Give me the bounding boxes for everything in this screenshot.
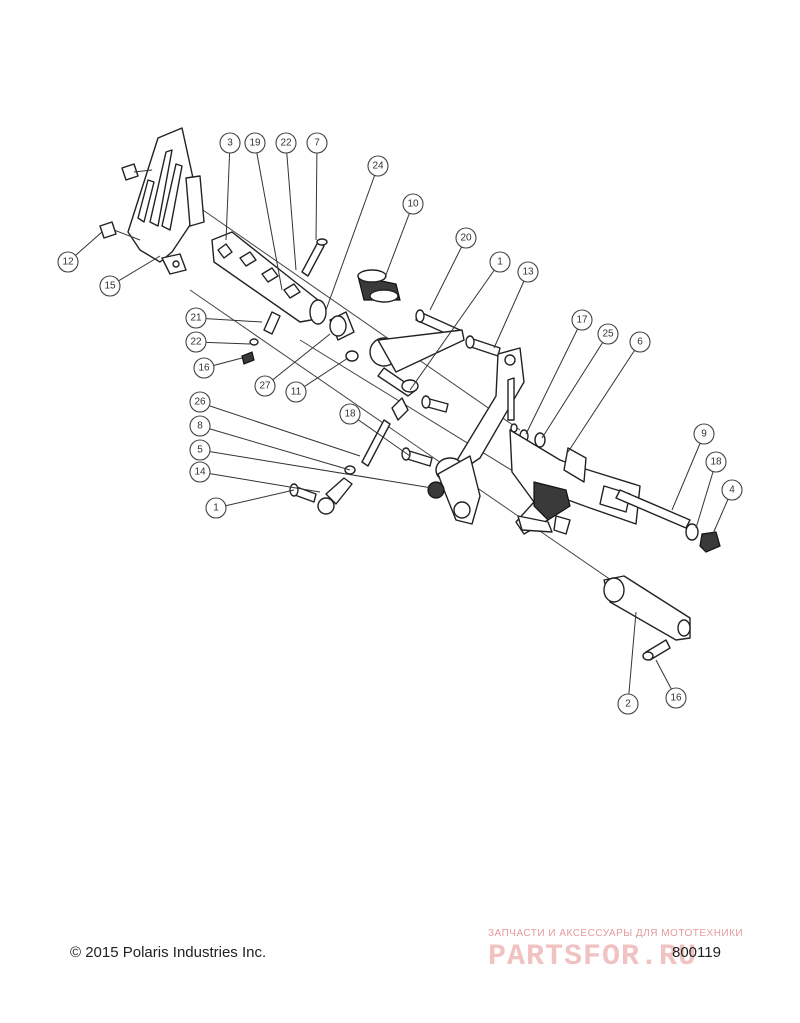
lever-bolt — [421, 395, 449, 413]
shaft-nut — [699, 531, 721, 553]
svg-text:19: 19 — [249, 138, 261, 149]
shift-plate — [427, 455, 481, 525]
svg-text:16: 16 — [670, 693, 682, 704]
washer — [345, 350, 359, 362]
callout-7: 7 — [306, 132, 328, 154]
svg-text:27: 27 — [259, 381, 271, 392]
svg-text:8: 8 — [197, 421, 203, 432]
svg-text:1: 1 — [497, 257, 503, 268]
svg-text:24: 24 — [372, 161, 384, 172]
shaft — [615, 489, 691, 529]
callout-18-right: 18 — [705, 451, 727, 473]
lever-clamp-bolt — [642, 639, 671, 661]
callout-24: 24 — [367, 155, 389, 177]
callout-20: 20 — [455, 227, 477, 249]
svg-text:22: 22 — [190, 337, 202, 348]
callout-15: 15 — [99, 275, 121, 297]
return-spring — [357, 269, 401, 303]
callout-13: 13 — [517, 261, 539, 283]
small-pin — [263, 311, 281, 335]
watermark-logo: PARTSFOR.RU — [488, 940, 698, 974]
svg-text:4: 4 — [729, 485, 735, 496]
gear-shift-lever — [603, 575, 691, 641]
svg-text:16: 16 — [198, 363, 210, 374]
callout-22-top: 22 — [275, 132, 297, 154]
drawing-number: 800119 — [672, 944, 721, 961]
rod-end-upper — [391, 379, 419, 421]
bushing — [329, 311, 355, 341]
callout-6: 6 — [629, 331, 651, 353]
callout-16-right: 16 — [665, 687, 687, 709]
svg-text:21: 21 — [190, 313, 202, 324]
callout-5: 5 — [189, 439, 211, 461]
svg-text:14: 14 — [194, 467, 206, 478]
svg-text:9: 9 — [701, 429, 707, 440]
bracket-screw-12 — [99, 221, 141, 241]
callout-12: 12 — [57, 251, 79, 273]
linkage-rod — [361, 419, 391, 467]
svg-text:5: 5 — [197, 445, 203, 456]
svg-text:2: 2 — [625, 699, 631, 710]
callout-14: 14 — [189, 461, 211, 483]
copyright-text: © 2015 Polaris Industries Inc. — [70, 944, 267, 961]
svg-text:6: 6 — [637, 337, 643, 348]
callout-1-upper: 1 — [489, 251, 511, 273]
callout-27: 27 — [254, 375, 276, 397]
heel-guard-bracket — [127, 127, 205, 275]
callout-17: 17 — [571, 309, 593, 331]
shifter-housing — [509, 429, 641, 535]
svg-text:3: 3 — [227, 138, 233, 149]
svg-text:26: 26 — [194, 397, 206, 408]
svg-text:20: 20 — [460, 233, 472, 244]
callout-2: 2 — [617, 693, 639, 715]
footpeg-pin — [301, 238, 328, 277]
svg-text:10: 10 — [407, 199, 419, 210]
svg-text:25: 25 — [602, 329, 614, 340]
small-pin-lower — [241, 351, 255, 365]
svg-text:18: 18 — [344, 409, 356, 420]
callout-19: 19 — [244, 132, 266, 154]
svg-text:17: 17 — [576, 315, 588, 326]
rod-end-lower — [317, 465, 356, 515]
svg-text:13: 13 — [522, 267, 534, 278]
leader-lines — [67, 142, 733, 705]
svg-text:15: 15 — [104, 281, 116, 292]
callout-11: 11 — [285, 381, 307, 403]
svg-text:18: 18 — [710, 457, 722, 468]
callout-18-middle: 18 — [339, 403, 361, 425]
shaft-washer — [685, 523, 699, 541]
link-bolt — [401, 447, 433, 467]
small-clip — [249, 338, 259, 346]
callout-22-left: 22 — [185, 331, 207, 353]
callout-16-left: 16 — [193, 357, 215, 379]
callout-21: 21 — [185, 307, 207, 329]
callout-26: 26 — [189, 391, 211, 413]
rod-end-bolt — [289, 483, 317, 503]
watermark-tagline: ЗАПЧАСТИ И АКСЕССУАРЫ ДЛЯ МОТОТЕХНИКИ — [488, 928, 744, 939]
footpeg — [211, 231, 327, 325]
callout-3: 3 — [219, 132, 241, 154]
svg-text:1: 1 — [213, 503, 219, 514]
svg-text:7: 7 — [314, 138, 320, 149]
callout-25: 25 — [597, 323, 619, 345]
callout-4: 4 — [721, 479, 743, 501]
svg-text:11: 11 — [291, 387, 302, 398]
svg-text:12: 12 — [62, 257, 74, 268]
callout-10: 10 — [402, 193, 424, 215]
callout-9: 9 — [693, 423, 715, 445]
callout-1-lower: 1 — [205, 497, 227, 519]
svg-text:22: 22 — [280, 138, 292, 149]
bracket-screw-upper — [121, 163, 153, 181]
callout-8: 8 — [189, 415, 211, 437]
